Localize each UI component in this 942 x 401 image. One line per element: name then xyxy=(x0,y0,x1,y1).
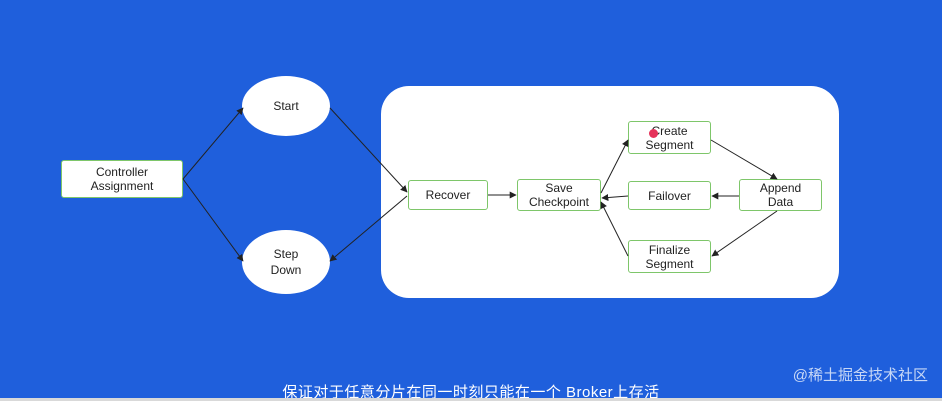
subtitle-caption: 保证对于任意分片在同一时刻只能在一个 Broker上存活 xyxy=(282,384,660,401)
save-checkpoint-node: Save Checkpoint xyxy=(517,179,601,211)
watermark: @稀土掘金技术社区 xyxy=(792,367,928,384)
finalize-segment-node: Finalize Segment xyxy=(628,240,711,273)
create-segment-node: Create Segment xyxy=(628,121,711,154)
step-down-node: Step Down xyxy=(242,230,330,294)
recover-node: Recover xyxy=(408,180,488,210)
arrow-controller-to-step-down xyxy=(182,178,244,262)
failover-node: Failover xyxy=(628,181,711,210)
pointer-dot xyxy=(649,129,658,138)
arrow-controller-to-start xyxy=(182,107,244,180)
bottom-strip xyxy=(0,398,942,401)
start-node: Start xyxy=(242,76,330,136)
controller-assignment-node: Controller Assignment xyxy=(61,160,183,198)
append-data-node: Append Data xyxy=(739,179,822,211)
